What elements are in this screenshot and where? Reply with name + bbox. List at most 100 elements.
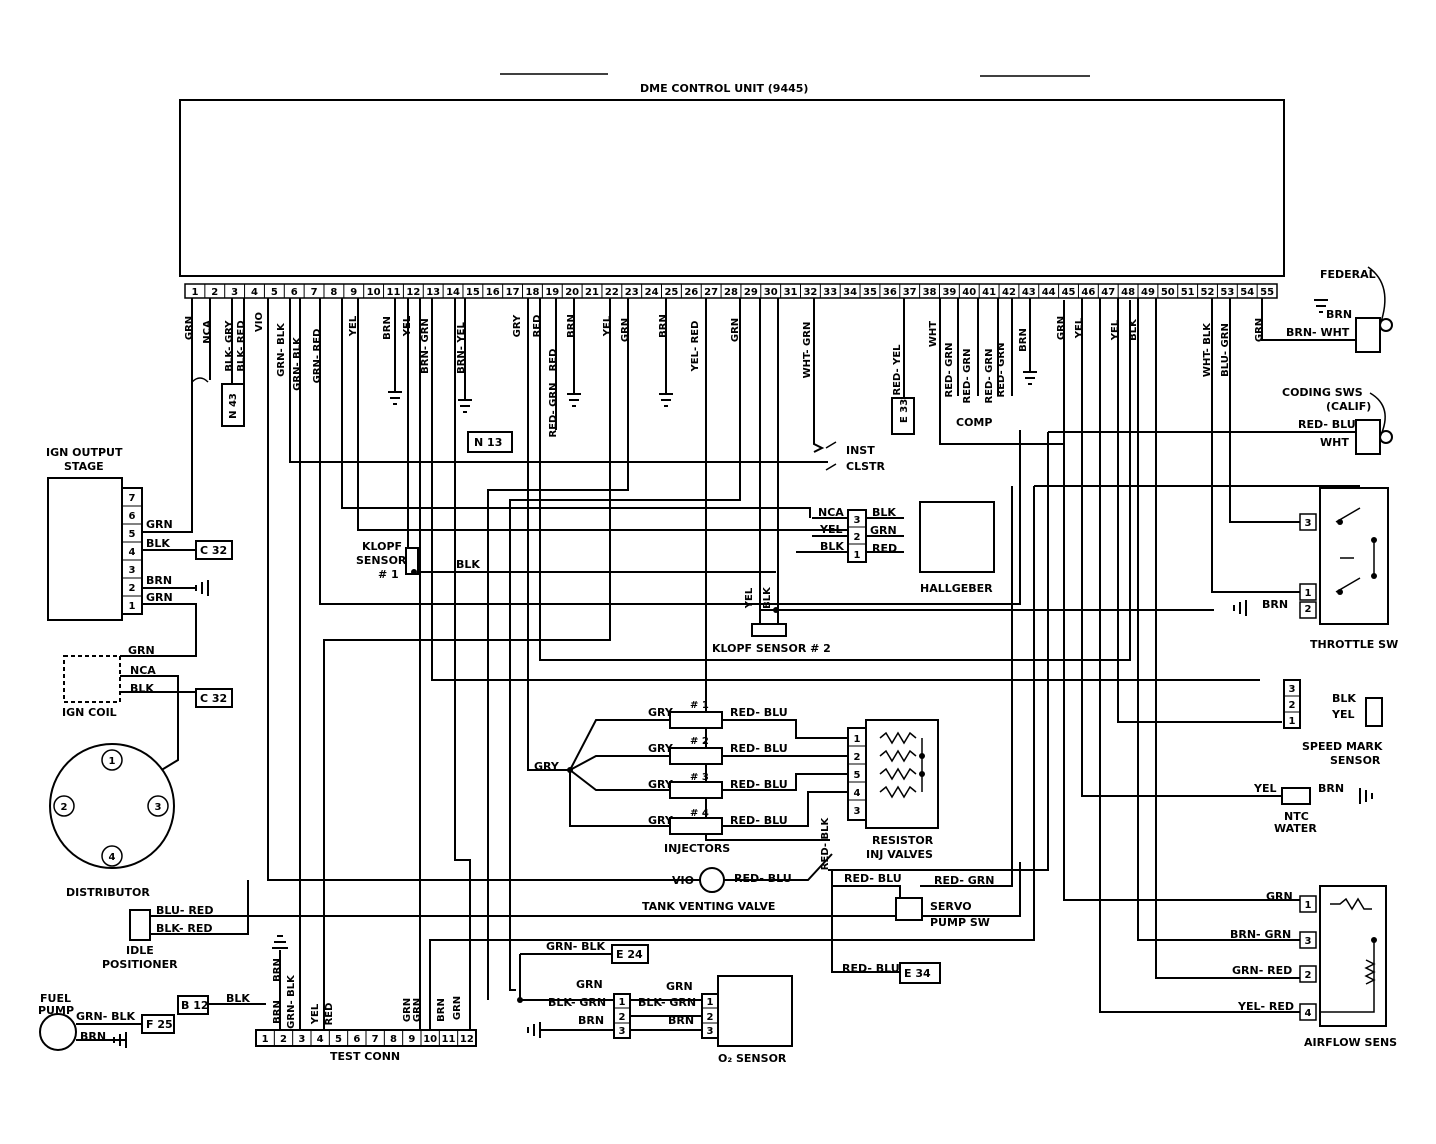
dme-pin-number: 31 [784,287,798,298]
e34-label: E 34 [904,967,931,980]
wire-label-p53: BLU- GRN [1220,323,1231,377]
ign-w5-label: GRN [146,518,173,531]
res-pin: 1 [854,734,861,745]
fuel-pump-label-2: PUMP [38,1004,74,1017]
res-pin: 3 [854,806,861,817]
fuel-w1-label: GRN- BLK [76,1010,135,1023]
hall-pin: 2 [854,532,861,543]
ign-pin: 3 [129,565,136,576]
coil-w1-label: GRN [128,644,155,657]
dme-pin-strip [184,283,1278,299]
hall-pin: 3 [854,515,861,526]
dme-pin-number: 19 [545,287,559,298]
speed-mark-pins [1283,679,1301,729]
wire-label-p5: VIO [254,312,265,332]
ign-pin: 6 [129,511,136,522]
dme-pin-number: 27 [704,287,718,298]
dme-pin-number: 10 [367,287,381,298]
hall-r2-label: GRN [870,524,897,537]
wire-label-p1: GRN [184,316,195,340]
inj1-body [669,711,723,729]
wire-label-p21: YEL [602,315,613,337]
tank-label: TANK VENTING VALVE [642,900,775,913]
wire-label-p28: GRN [730,318,741,342]
f25-box [141,1014,175,1034]
tank-w2-label: RED- BLU [734,872,792,885]
o2-pin: 1 [619,997,626,1008]
b12-box [177,995,209,1015]
rot-label-2: GRN- BLK [286,974,297,1029]
inj1-redblu: RED- BLU [730,706,788,719]
rot-label-5: GRN [402,998,413,1022]
o2-r3-label: BRN [668,1014,694,1027]
resistor-inj-pins [847,727,867,821]
test-conn-pin: 2 [280,1034,287,1045]
dme-pin-number: 8 [330,287,337,298]
ign-w4-label: BLK [146,537,170,550]
inj4-num: # 4 [690,808,709,819]
wire-label-p24: BRN [658,314,669,338]
dme-pin-number: 25 [664,287,678,298]
throttle-pin: 2 [1305,604,1312,615]
dme-pin-number: 4 [251,287,258,298]
servo-switch-box [895,897,923,921]
wire-label-p42: BRN [1018,328,1029,352]
wire-label-p39: WHT [928,321,939,347]
dme-pin-number: 55 [1260,287,1274,298]
c32a-box [195,540,233,560]
servo-label-1: SERVO [930,900,972,913]
wire-label-p41b: RED- GRN [996,343,1007,398]
test-conn-pin: 9 [408,1034,415,1045]
wire-label-p3a: BLK- GRY [224,320,235,372]
dme-pin-number: 32 [803,287,817,298]
ign-output-title-1: IGN OUTPUT [46,446,123,459]
ign-coil-box [63,655,121,703]
resistor-label-1: RESISTOR [872,834,934,847]
distributor-pin: 1 [109,756,116,767]
airflow-sensor-box [1319,885,1387,1027]
ign-output-stage-pins [121,487,143,615]
inj4-redblu: RED- BLU [730,814,788,827]
ground-symbols [113,299,1373,1048]
ign-pin: 1 [129,601,136,612]
dme-pin-number: 50 [1161,287,1175,298]
inj4-body [669,817,723,835]
wire-label-p41a: RED- GRN [984,349,995,404]
dme-pin-number: 18 [525,287,539,298]
wire-label-p52: WHT- BLK [1202,322,1213,377]
dme-pin-number: 33 [823,287,837,298]
test-conn-pin: 7 [372,1034,379,1045]
n43-box [221,383,245,427]
o2-sensor-box [717,975,793,1047]
ign-w1-label: GRN [146,591,173,604]
wire-label-p7: GRN- RED [312,329,323,384]
distributor-label: DISTRIBUTOR [66,886,150,899]
res-pin: 5 [854,770,861,781]
tank-w1-label: VIO [672,874,694,887]
ign-w2-label: BRN [146,574,172,587]
speed-label-1: SPEED MARK [1302,740,1383,753]
inj3-num: # 3 [690,772,709,783]
airflow-pin: 2 [1305,970,1312,981]
wire-label-p30: BLK [762,586,773,609]
f25-label: F 25 [146,1018,173,1031]
resistor-inj-box [865,719,939,829]
wire-label-p40b: RED- GRN [962,349,973,404]
ign-coil-label: IGN COIL [62,706,117,719]
coding-w1-label: RED- BLU [1298,418,1356,431]
dme-pin-number: 47 [1101,287,1115,298]
o2-r1-label: GRN [666,980,693,993]
test-conn-label: TEST CONN [330,1050,400,1063]
airflow-w4-label: YEL- RED [1237,1000,1294,1013]
klopf1-label-3: # 1 [378,568,399,581]
coding-label: CODING SWS [1282,386,1363,399]
test-conn-pin: 3 [298,1034,305,1045]
calif-label: (CALIF) [1326,400,1371,413]
airflow-pin: 1 [1305,900,1312,911]
wire-label-p6a: GRN- BLK [276,322,287,377]
test-conn-pin: 6 [353,1034,360,1045]
inj2-num: # 2 [690,736,709,747]
ntc-w1-label: YEL [1253,782,1277,795]
inj3-gry: GRY [648,778,674,791]
